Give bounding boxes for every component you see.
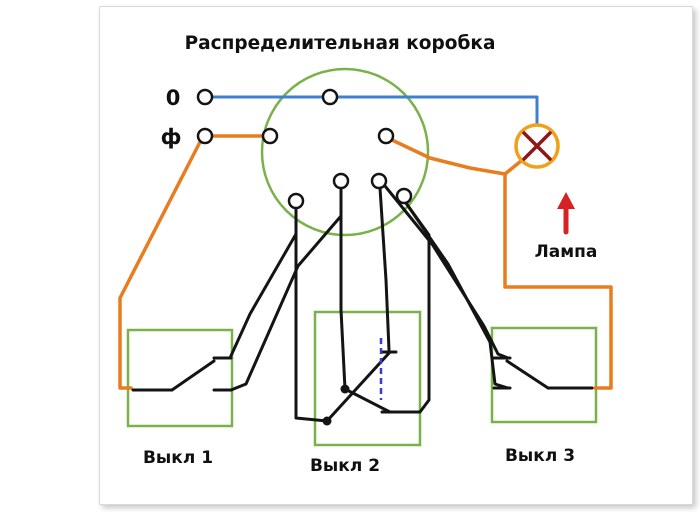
terminal-phase-b [377, 127, 395, 145]
junction-terminals [196, 88, 413, 210]
lamp-icon [514, 123, 560, 169]
lamp-pointer-arrow [557, 192, 575, 235]
phase-to-switch3-wire [503, 172, 613, 390]
phase-wires [118, 134, 613, 390]
switch1-label: Выкл 1 [143, 448, 213, 468]
switch3-traveler-a-wire [383, 184, 510, 360]
switch2-blade-b [325, 350, 392, 423]
switch2-input-b-wire [339, 186, 347, 391]
phase-to-lamp-wire [503, 159, 523, 176]
switch2-junction-dot-1 [340, 384, 350, 394]
switch2-label: Выкл 2 [310, 456, 380, 476]
junction-box-title: Распределительная коробка [185, 33, 496, 54]
phase-feed-to-switch1-wire [118, 140, 202, 390]
switch2-symbol [322, 338, 400, 426]
switch1-symbol [131, 356, 233, 392]
lamp-label: Лампа [535, 242, 598, 262]
terminal-neutral-in [196, 88, 214, 106]
switch1-box [126, 328, 234, 428]
switch3-label: Выкл 3 [505, 446, 575, 466]
terminal-neutral-mid [321, 88, 339, 106]
switch3-blade [505, 359, 550, 390]
terminal-low-a [287, 192, 305, 210]
switched-phase-return-wire [390, 138, 507, 176]
switch1-blade [170, 359, 216, 392]
switch2-junction-dot-2 [322, 416, 332, 426]
switch2-input-a-wire [294, 206, 329, 423]
terminal-phase-in [196, 127, 214, 145]
switch1-traveler-b-wire [229, 186, 343, 392]
switch3-symbol [492, 356, 594, 390]
junction-box-outline [260, 67, 430, 237]
neutral-wire [210, 95, 539, 126]
switch3-box [490, 326, 598, 424]
switch1-traveler-a-wire [228, 206, 298, 360]
traveler-wires [228, 184, 510, 423]
lamp-cross-line-2 [522, 131, 552, 161]
switch3-traveler-b-wire [404, 201, 510, 390]
switch2-box [313, 310, 422, 447]
terminal-low-b [395, 187, 413, 205]
switch2-output-a-wire [378, 186, 391, 352]
terminal-mid-b [370, 172, 388, 190]
terminal-phase-a [261, 127, 279, 145]
neutral-label: 0 [166, 86, 181, 110]
terminal-mid-a [332, 172, 350, 190]
arrow-head-icon [557, 192, 575, 209]
phase-label: ф [161, 125, 182, 149]
